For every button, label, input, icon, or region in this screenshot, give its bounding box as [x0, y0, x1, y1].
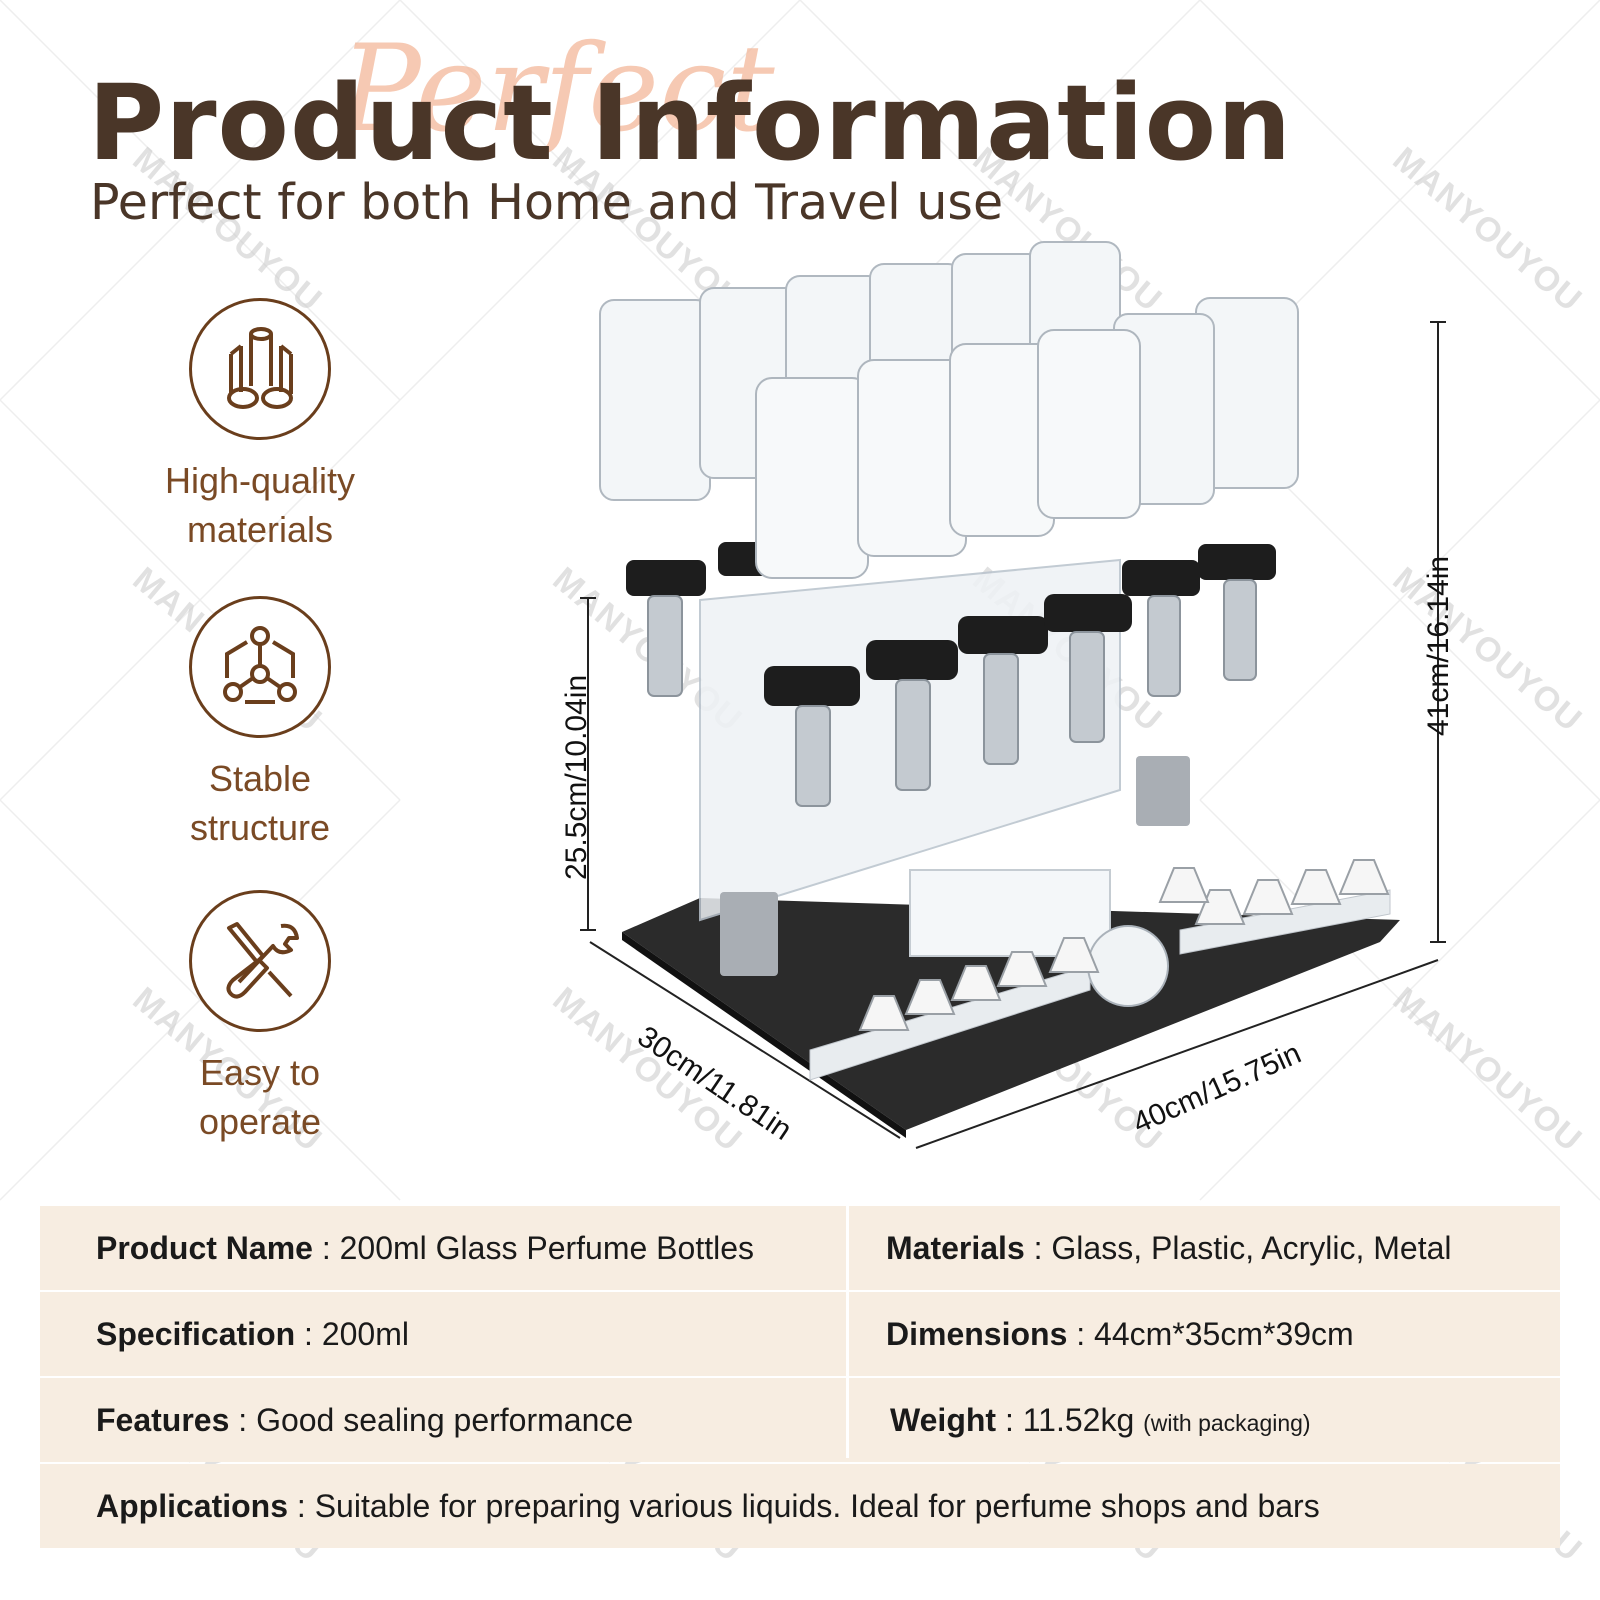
- screwdriver-wrench-icon: [226, 922, 299, 999]
- feature-label: Easy to operate: [198, 1052, 322, 1142]
- spec-specification: Specification : 200ml: [96, 1316, 409, 1352]
- small-glass-jar: [1087, 925, 1169, 1007]
- dimension-total-height: 41cm/16.14in: [1422, 555, 1455, 736]
- spec-dimensions: Dimensions : 44cm*35cm*39cm: [886, 1316, 1354, 1352]
- feature-high-quality-materials: High-quality materials: [140, 298, 380, 554]
- perfume-dispenser-rack-image: [580, 241, 1446, 1149]
- table-row: Specification : 200ml Dimensions : 44cm*…: [40, 1292, 1560, 1376]
- table-row: Applications : Suitable for preparing va…: [40, 1464, 1560, 1548]
- panel-support-left: [720, 892, 778, 976]
- dimension-lines: [580, 321, 1446, 1149]
- dimension-stand-height: 25.5cm/10.04in: [560, 674, 593, 880]
- spec-applications: Applications : Suitable for preparing va…: [96, 1488, 1320, 1524]
- bottle-row-front: [647, 329, 1257, 807]
- table-row: Product Name : 200ml Glass Perfume Bottl…: [40, 1206, 1560, 1290]
- feature-label: Stable structure: [189, 758, 331, 848]
- feature-stable-structure: Stable structure: [140, 596, 380, 852]
- material-rods-icon: [227, 327, 293, 409]
- feature-icon-circle: [189, 890, 331, 1032]
- panel-support-right: [1136, 756, 1190, 826]
- page-subtitle: Perfect for both Home and Travel use: [90, 174, 1004, 231]
- feature-label: High-quality materials: [164, 460, 356, 550]
- page-title: Product Information: [88, 62, 1293, 184]
- spec-table: Product Name : 200ml Glass Perfume Bottl…: [40, 1206, 1560, 1552]
- spec-weight: Weight : 11.52kg (with packaging): [890, 1402, 1311, 1438]
- table-column-divider: [846, 1206, 849, 1458]
- decorative-script-word: Perfect: [340, 20, 775, 159]
- molecule-structure-icon: [223, 626, 297, 704]
- feature-easy-to-operate: Easy to operate: [140, 890, 380, 1146]
- spec-features: Features : Good sealing performance: [96, 1402, 634, 1438]
- sample-bottles: [858, 859, 1390, 1031]
- feature-icon-circle: [189, 298, 331, 440]
- spec-product-name: Product Name : 200ml Glass Perfume Bottl…: [96, 1230, 754, 1266]
- spec-materials: Materials : Glass, Plastic, Acrylic, Met…: [886, 1230, 1452, 1266]
- feature-icon-circle: [189, 596, 331, 738]
- table-row: Features : Good sealing performance Weig…: [40, 1378, 1560, 1462]
